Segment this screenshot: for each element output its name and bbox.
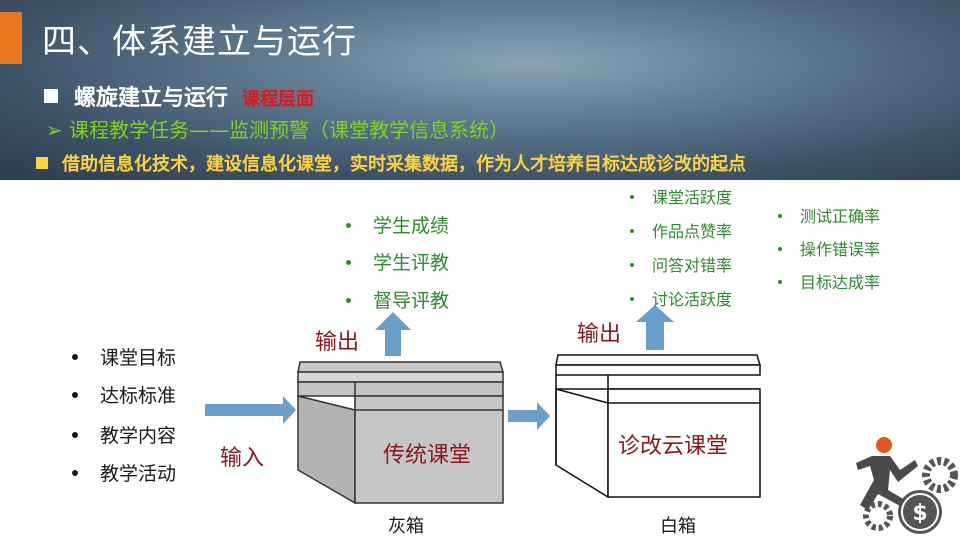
bullet-icon bbox=[778, 280, 782, 284]
gray-box-label: 传统课堂 bbox=[383, 443, 472, 468]
title-accent-bar bbox=[0, 12, 22, 64]
white-output-label: 输出 bbox=[577, 322, 622, 347]
white-output-item: 作品点赞率 bbox=[630, 218, 732, 242]
input-arrow bbox=[205, 396, 296, 424]
gray-box bbox=[297, 361, 505, 505]
white-output-text: 讨论活跃度 bbox=[652, 290, 733, 309]
bullet-icon bbox=[630, 263, 634, 267]
white-output-item: 课堂活跃度 bbox=[630, 184, 732, 208]
subtitle: 螺旋建立与运行课程层面 bbox=[44, 80, 314, 112]
gray-output-text: 学生成绩 bbox=[373, 215, 450, 237]
input-item: 教学活动 bbox=[72, 459, 176, 486]
gray-output-arrow bbox=[375, 312, 411, 356]
svg-text:$: $ bbox=[912, 501, 927, 526]
highlight-line: 借助信息化技术，建设信息化课堂，实时采集数据，作为人才培养目标达成诊改的起点 bbox=[36, 150, 746, 176]
white-output-text: 测试正确率 bbox=[800, 207, 881, 226]
white-output-text: 操作错误率 bbox=[800, 240, 881, 259]
input-item-text: 达标标准 bbox=[100, 385, 177, 407]
bullet-icon bbox=[346, 260, 351, 265]
highlight-text: 借助信息化技术，建设信息化课堂，实时采集数据，作为人才培养目标达成诊改的起点 bbox=[62, 154, 746, 175]
bullet-icon bbox=[630, 229, 634, 233]
bullet-icon bbox=[778, 247, 782, 251]
slide-title: 四、体系建立与运行 bbox=[42, 22, 357, 62]
input-item-text: 教学活动 bbox=[100, 463, 177, 485]
bullet-icon bbox=[72, 392, 78, 398]
task-line: ➢ 课程教学任务——监测预警（课堂教学信息系统） bbox=[46, 118, 510, 142]
gray-box-caption: 灰箱 bbox=[388, 516, 424, 537]
input-item-text: 教学内容 bbox=[100, 425, 177, 447]
white-box-caption: 白箱 bbox=[660, 516, 696, 537]
white-output-item: 问答对错率 bbox=[630, 252, 732, 276]
bullet-icon bbox=[346, 298, 351, 303]
bullet-icon bbox=[72, 354, 78, 360]
white-box-label: 诊改云课堂 bbox=[618, 434, 729, 459]
input-item: 教学内容 bbox=[72, 421, 176, 448]
white-output-item: 目标达成率 bbox=[778, 269, 880, 293]
input-item: 课堂目标 bbox=[72, 343, 176, 370]
white-output-item: 测试正确率 bbox=[778, 203, 880, 227]
subtitle-text: 螺旋建立与运行 bbox=[74, 86, 229, 111]
white-output-text: 目标达成率 bbox=[800, 273, 881, 292]
white-output-arrow bbox=[636, 305, 674, 350]
white-output-item: 讨论活跃度 bbox=[630, 286, 732, 310]
middle-arrow bbox=[508, 402, 550, 430]
white-box bbox=[555, 354, 762, 499]
bullet-icon bbox=[778, 214, 782, 218]
gray-output-item: 学生成绩 bbox=[346, 211, 449, 238]
bullet-icon bbox=[72, 432, 78, 438]
subtitle-tag: 课程层面 bbox=[242, 89, 315, 110]
input-item: 达标标准 bbox=[72, 381, 176, 408]
gray-output-text: 督导评教 bbox=[373, 290, 450, 312]
white-output-text: 课堂活跃度 bbox=[652, 188, 733, 207]
square-bullet-icon bbox=[44, 89, 58, 103]
white-output-item: 操作错误率 bbox=[778, 236, 880, 260]
gray-output-item: 督导评教 bbox=[346, 286, 449, 313]
gray-output-text: 学生评教 bbox=[373, 252, 450, 274]
input-label: 输入 bbox=[220, 446, 265, 471]
bullet-icon bbox=[630, 195, 634, 199]
gray-output-label: 输出 bbox=[315, 330, 360, 355]
bullet-icon bbox=[346, 223, 351, 228]
bullet-icon bbox=[630, 297, 634, 301]
bullet-icon bbox=[72, 470, 78, 476]
white-output-text: 作品点赞率 bbox=[652, 222, 733, 241]
person-running-gears-icon: $ bbox=[856, 437, 958, 534]
square-bullet-icon bbox=[36, 157, 48, 169]
input-item-text: 课堂目标 bbox=[100, 347, 177, 369]
slide-header bbox=[0, 0, 960, 180]
gray-output-item: 学生评教 bbox=[346, 248, 449, 275]
white-output-text: 问答对错率 bbox=[652, 256, 733, 275]
